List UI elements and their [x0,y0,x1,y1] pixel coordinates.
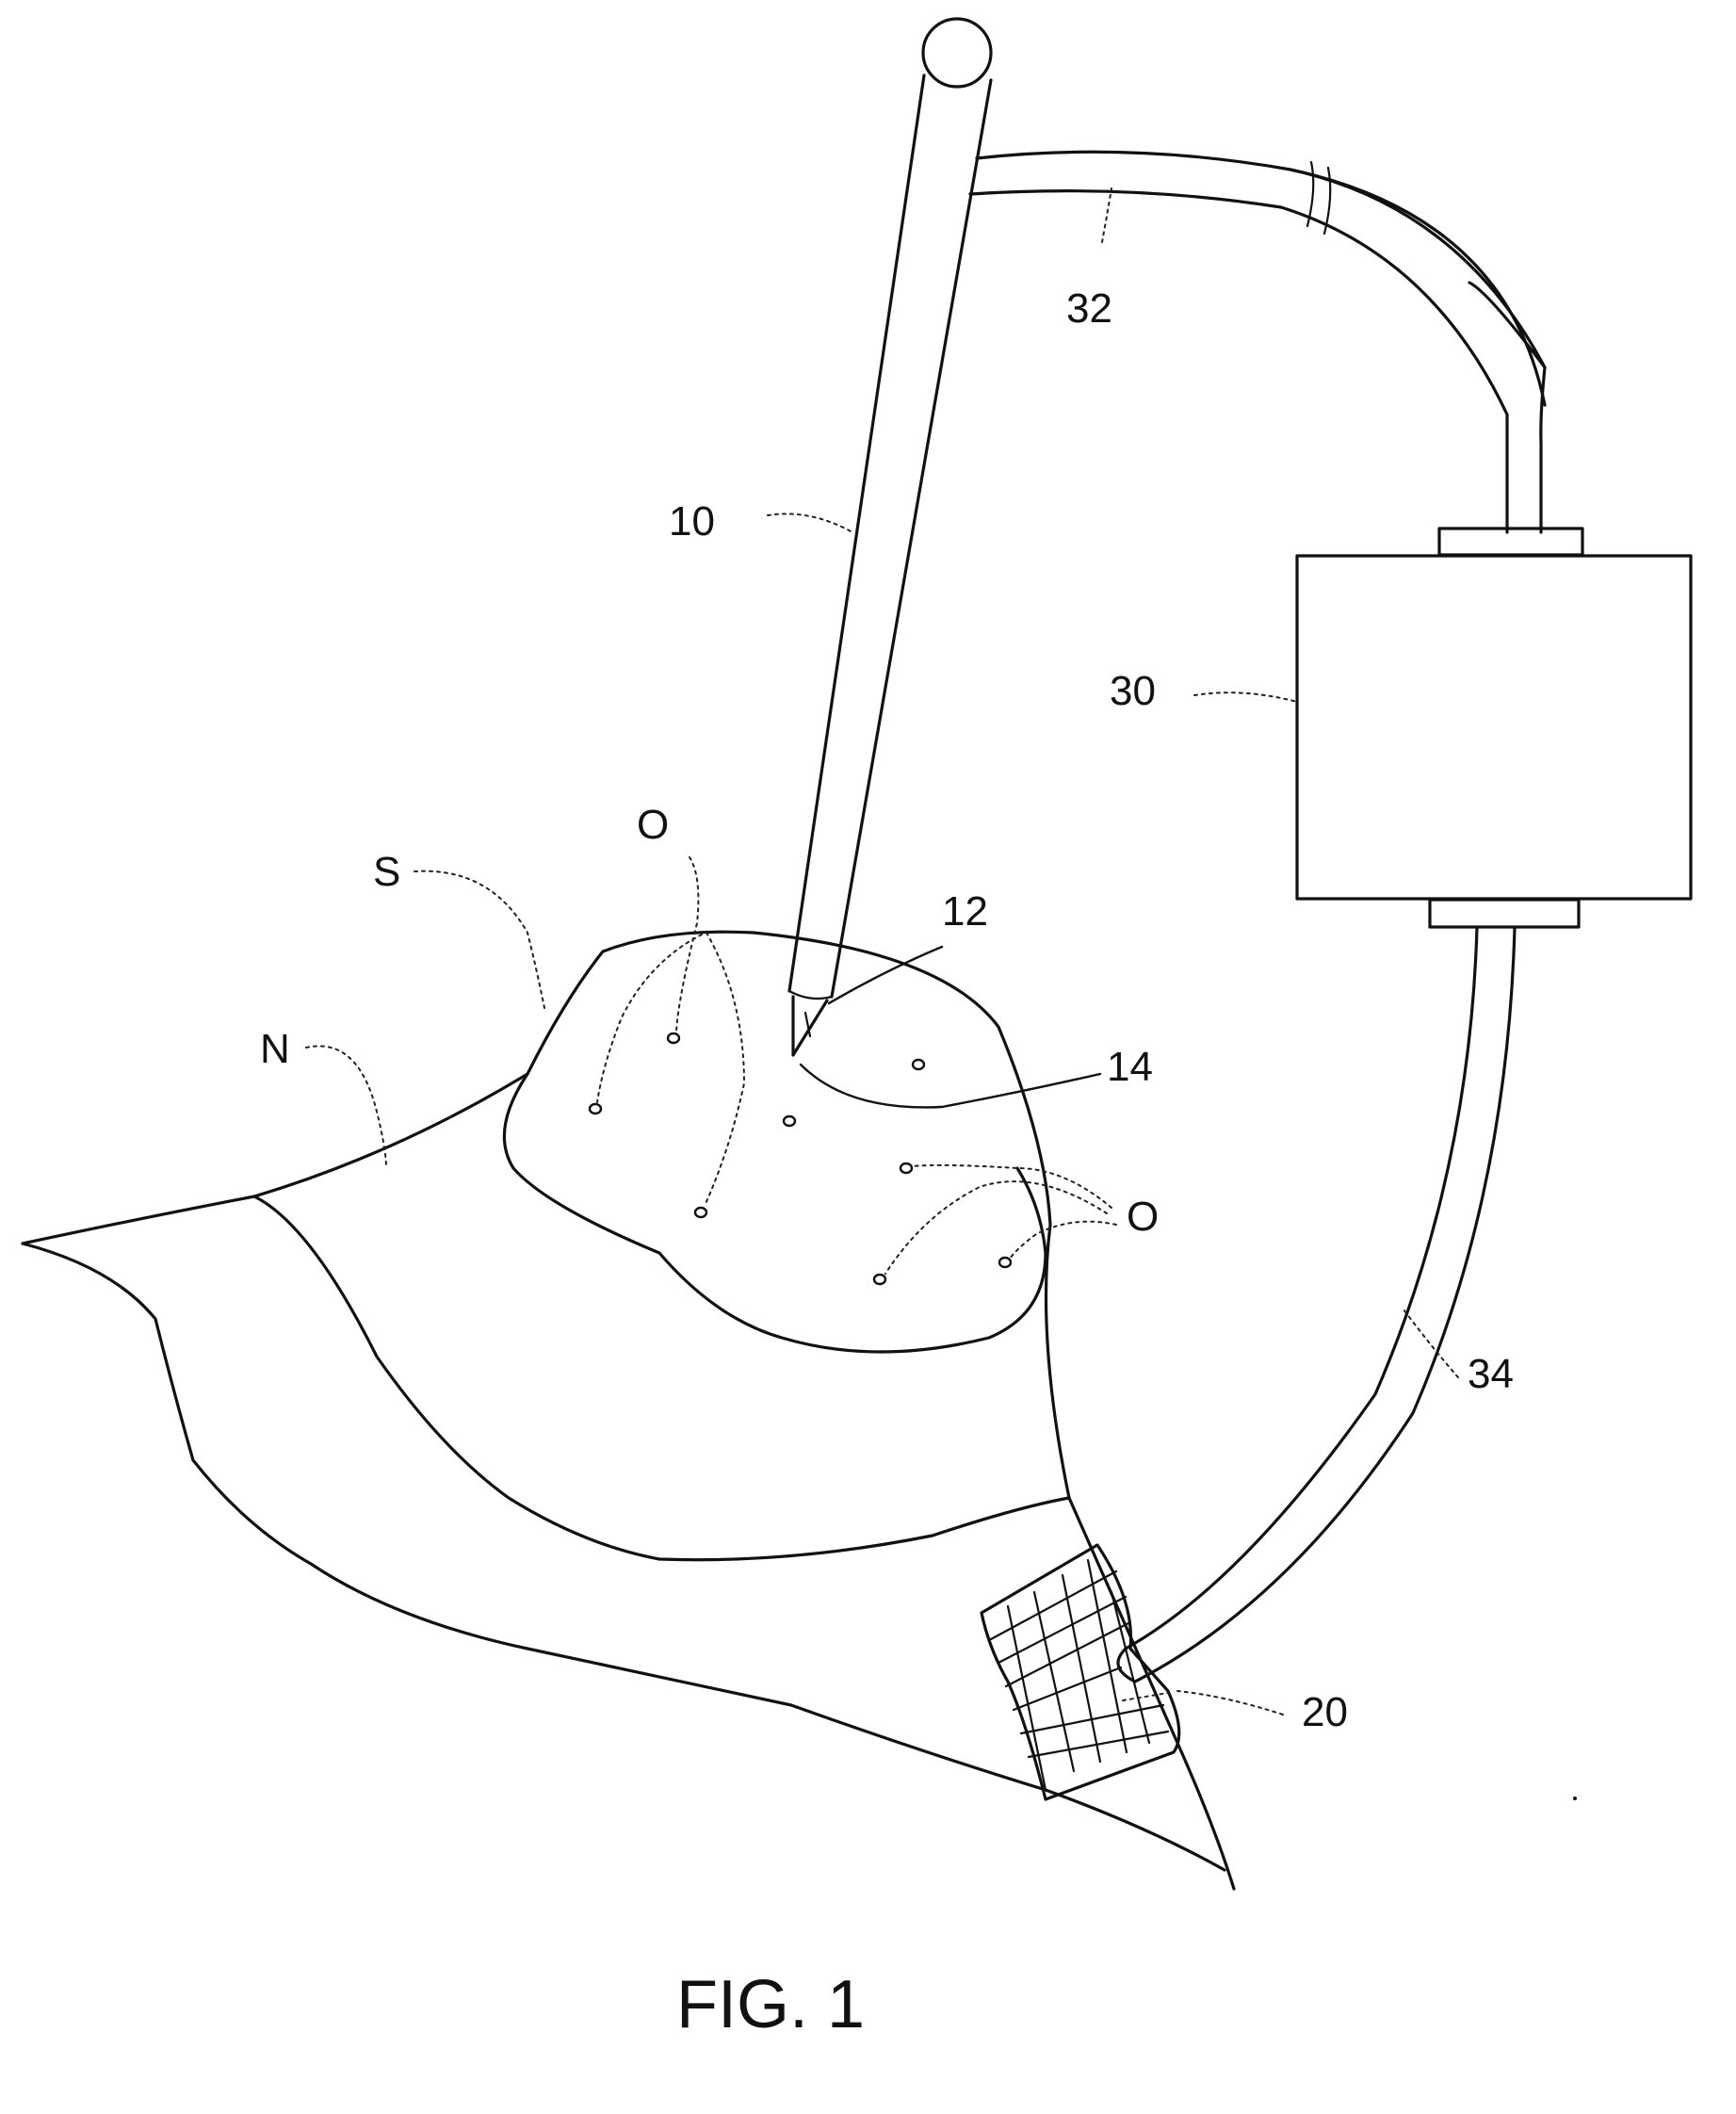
label-probe: 10 [669,498,715,545]
label-mesh-patch: 20 [1302,1689,1348,1735]
opening-dot [668,1033,679,1043]
label-tissue: N [260,1026,290,1072]
mesh-patch [982,1545,1179,1799]
opening-dot [695,1208,706,1217]
figure-caption: FIG. 1 [676,1967,865,2042]
upper-tube [970,152,1545,532]
tissue-outline [23,932,1234,1889]
label-openings-lower: O [1127,1194,1159,1240]
label-unit: 30 [1110,668,1156,714]
lower-tube [1118,928,1515,1682]
reference-labels: 10 12 14 20 30 32 34 S N O O [260,285,1514,1735]
opening-dot [999,1258,1011,1267]
opening-dot [913,1060,924,1069]
label-surface: S [373,849,400,895]
probe-knob-icon [923,19,991,87]
label-openings-upper: O [637,802,669,848]
leader-lines [306,188,1458,1715]
label-tip-end: 14 [1107,1044,1153,1090]
label-upper-tube: 32 [1066,285,1112,332]
unit-box [1297,528,1691,927]
surface-region-s [504,1074,1046,1352]
label-lower-tube: 34 [1468,1351,1514,1397]
opening-dot [874,1275,885,1284]
label-probe-tip: 12 [942,888,988,935]
stray-dot [1573,1797,1577,1800]
openings [590,1033,1011,1284]
opening-dot [590,1104,601,1114]
opening-dot [784,1116,795,1126]
opening-dot [900,1163,912,1173]
